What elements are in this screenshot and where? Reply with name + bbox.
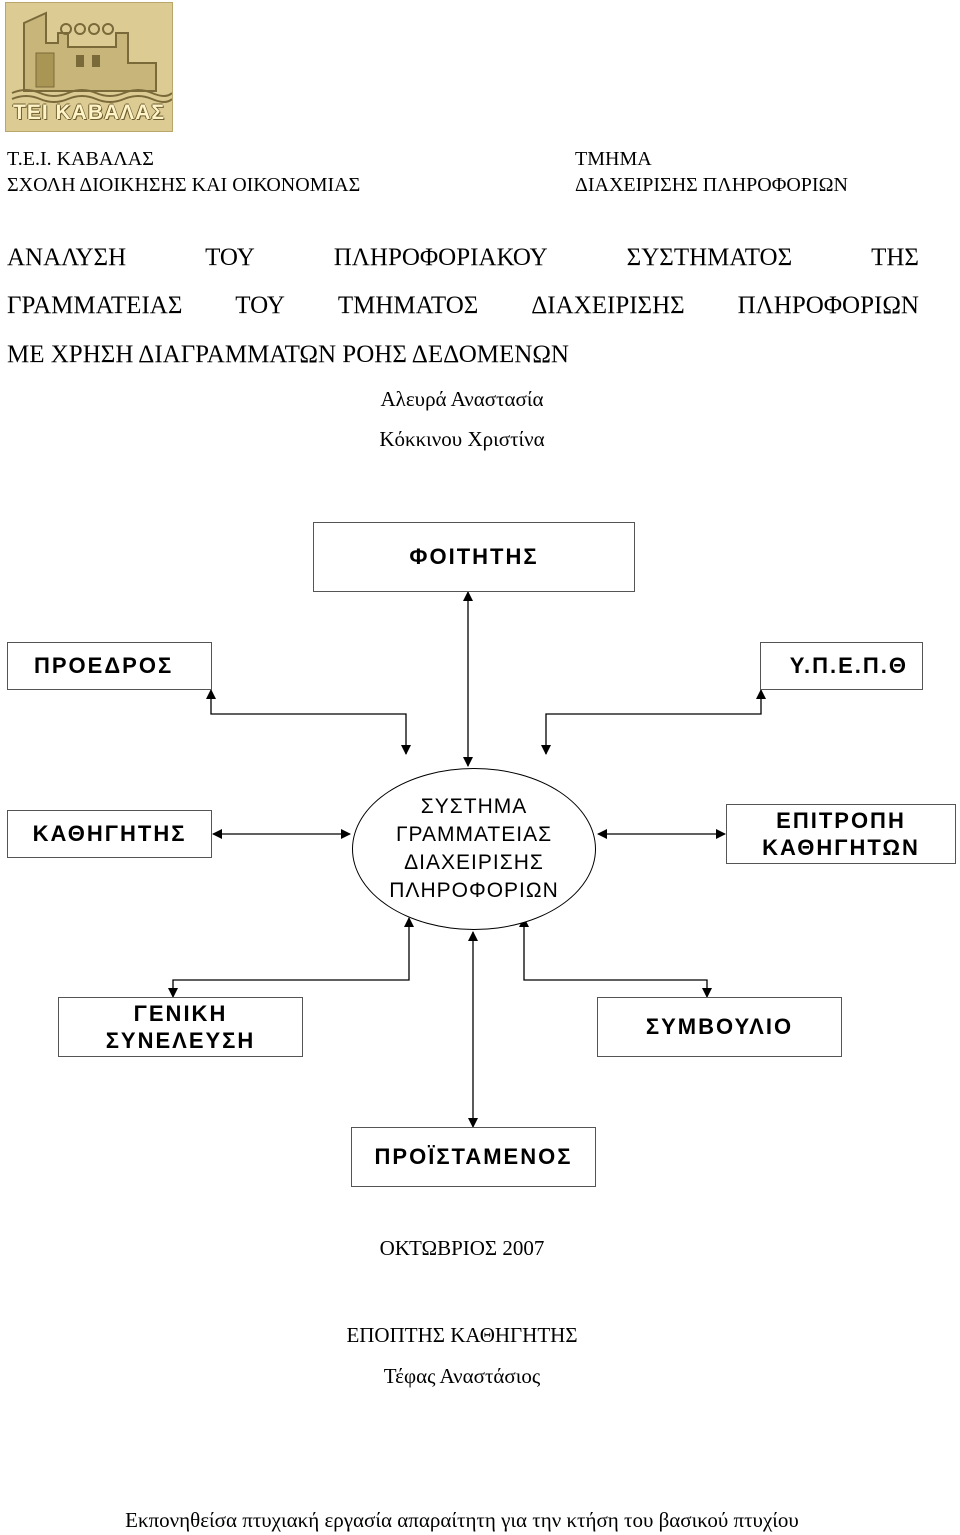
- entity-head: ΠΡΟΪΣΤΑΜΕΝΟΣ: [351, 1127, 596, 1187]
- entity-student: ΦΟΙΤΗΤΗΣ: [313, 522, 635, 592]
- author-name: Αλευρά Αναστασία: [380, 387, 544, 411]
- institution-name: Τ.Ε.Ι. ΚΑΒΑΛΑΣ: [7, 148, 154, 170]
- supervisor-name: Τέφας Αναστάσιος: [383, 1364, 541, 1388]
- entity-ministry: Υ.Π.Ε.Π.Θ: [760, 642, 923, 690]
- entity-president: ΠΡΟΕΔΡΟΣ: [7, 642, 212, 690]
- title-word: ΣΥΣΤΗΜΑΤΟΣ: [626, 244, 793, 271]
- department-name: ΔΙΑΧΕΙΡΙΣΗΣ ΠΛΗΡΟΦΟΡΙΩΝ: [575, 174, 848, 196]
- entity-professor: ΚΑΘΗΓΗΤΗΣ: [7, 810, 212, 858]
- school-name: ΣΧΟΛΗ ΔΙΟΙΚΗΣΗΣ ΚΑΙ ΟΙΚΟΝΟΜΙΑΣ: [7, 174, 361, 196]
- entity-committee: ΕΠΙΤΡΟΠΗ ΚΑΘΗΓΗΤΩΝ: [726, 804, 956, 864]
- entity-label: ΓΕΝΙΚΗ ΣΥΝΕΛΕΥΣΗ: [105, 1001, 256, 1053]
- logo-text: ΤΕΙ ΚΑΒΑΛΑΣ: [13, 101, 165, 124]
- institution-logo: ΤΕΙ ΚΑΒΑΛΑΣ: [5, 2, 173, 132]
- entity-label: ΠΡΟΪΣΤΑΜΕΝΟΣ: [374, 1144, 573, 1169]
- title-word: ΓΡΑΜΜΑΤΕΙΑΣ: [7, 292, 183, 319]
- title-word: ΑΝΑΛΥΣΗ: [7, 244, 127, 271]
- central-process: ΣΥΣΤΗΜΑ ΓΡΑΜΜΑΤΕΙΑΣ ΔΙΑΧΕΙΡΙΣΗΣ ΠΛΗΡΟΦΟΡ…: [352, 768, 596, 930]
- entity-label: ΕΠΙΤΡΟΠΗ ΚΑΘΗΓΗΤΩΝ: [762, 808, 920, 860]
- supervisor-label: ΕΠΟΠΤΗΣ ΚΑΘΗΓΗΤΗΣ: [346, 1323, 578, 1347]
- date: ΟΚΤΩΒΡΙΟΣ 2007: [379, 1236, 545, 1260]
- process-label: ΣΥΣΤΗΜΑ ΓΡΑΜΜΑΤΕΙΑΣ ΔΙΑΧΕΙΡΙΣΗΣ ΠΛΗΡΟΦΟΡ…: [389, 795, 559, 902]
- title-line-2: ΓΡΑΜΜΑΤΕΙΑΣ ΤΟΥ ΤΜΗΜΑΤΟΣ ΔΙΑΧΕΙΡΙΣΗΣ ΠΛΗ…: [7, 292, 919, 320]
- entity-label: ΚΑΘΗΓΗΤΗΣ: [32, 821, 187, 846]
- entity-label: ΣΥΜΒΟΥΛΙΟ: [645, 1014, 794, 1039]
- entity-general-assembly: ΓΕΝΙΚΗ ΣΥΝΕΛΕΥΣΗ: [58, 997, 303, 1057]
- entity-label: ΦΟΙΤΗΤΗΣ: [409, 544, 539, 569]
- title-word: ΤΜΗΜΑΤΟΣ: [337, 292, 479, 319]
- department-label: ΤΜΗΜΑ: [575, 148, 652, 170]
- title-word: ΠΛΗΡΟΦΟΡΙΑΚΟΥ: [333, 244, 548, 271]
- title-word: ΠΛΗΡΟΦΟΡΙΩΝ: [737, 292, 919, 319]
- title-line-3: ΜΕ ΧΡΗΣΗ ΔΙΑΓΡΑΜΜΑΤΩΝ ΡΟΗΣ ΔΕΔΟΜΕΝΩΝ: [7, 341, 569, 368]
- entity-label: Υ.Π.Ε.Π.Θ: [789, 653, 908, 678]
- entity-council: ΣΥΜΒΟΥΛΙΟ: [597, 997, 842, 1057]
- entity-label: ΠΡΟΕΔΡΟΣ: [34, 653, 174, 678]
- author-name: Κόκκινου Χριστίνα: [379, 427, 545, 451]
- title-word: ΔΙΑΧΕΙΡΙΣΗΣ: [531, 292, 685, 319]
- title-word: ΤΗΣ: [871, 244, 919, 271]
- title-word: ΤΟΥ: [235, 292, 285, 319]
- title-line-1: ΑΝΑΛΥΣΗ ΤΟΥ ΠΛΗΡΟΦΟΡΙΑΚΟΥ ΣΥΣΤΗΜΑΤΟΣ ΤΗΣ: [7, 244, 919, 272]
- footer-note: Εκπονηθείσα πτυχιακή εργασία απαραίτητη …: [125, 1508, 799, 1532]
- title-word: ΤΟΥ: [205, 244, 255, 271]
